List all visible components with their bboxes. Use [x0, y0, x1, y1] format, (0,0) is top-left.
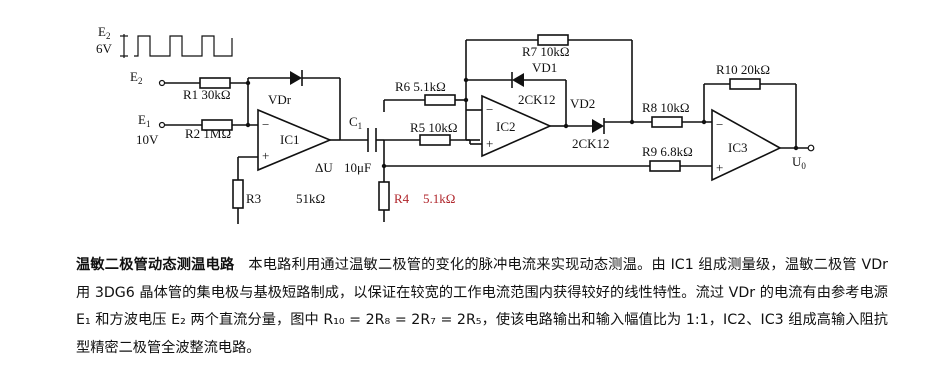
r4-label: R4 — [394, 191, 410, 206]
circuit-caption: 温敏二极管动态测温电路本电路利用通过温敏二极管的变化的脉冲电流来实现动态测温。由… — [76, 252, 888, 362]
r3-resistor — [232, 179, 244, 209]
ic1-plus: + — [262, 148, 269, 163]
e2-level-label: 6V — [96, 41, 113, 56]
e1-level-label: 10V — [136, 132, 159, 147]
r4-value: 5.1kΩ — [423, 191, 455, 206]
r1-label: R1 30kΩ — [183, 87, 231, 102]
ic2-opamp — [481, 94, 552, 158]
r9-label: R9 6.8kΩ — [642, 144, 693, 159]
c1-label: C1 — [349, 114, 362, 131]
vd2-label: VD2 — [570, 96, 595, 111]
caption-body: 本电路利用通过温敏二极管的变化的脉冲电流来实现动态测温。由 IC1 组成测量级，… — [76, 257, 888, 356]
ic2-plus: + — [486, 136, 493, 151]
vd2-diode — [592, 119, 604, 133]
r6-label: R6 5.1kΩ — [395, 79, 446, 94]
c1-value: 10μF — [344, 160, 371, 175]
r2-label: R2 1MΩ — [185, 126, 231, 141]
caption-title: 温敏二极管动态测温电路 — [76, 257, 235, 273]
r10-resistor — [729, 78, 761, 90]
e2-terminal — [158, 79, 166, 87]
vd1-diode — [512, 73, 524, 87]
vd1-label: VD1 — [532, 60, 557, 75]
e1-terminal — [158, 121, 166, 129]
e2-square-wave — [120, 34, 233, 58]
delta-u-label: ΔU — [315, 160, 333, 175]
vd1-type: 2CK12 — [518, 92, 556, 107]
circuit-schematic: E2 6V E2 E1 10V R1 30kΩ R2 1MΩ VDr IC1 −… — [96, 24, 815, 224]
ic1-opamp — [257, 108, 333, 172]
output-terminal — [807, 144, 815, 152]
r8-label: R8 10kΩ — [642, 100, 690, 115]
vdr-diode — [290, 71, 302, 85]
r10-label: R10 20kΩ — [716, 62, 770, 77]
r5-resistor — [419, 134, 451, 146]
ic3-opamp — [711, 108, 782, 182]
vd2-type: 2CK12 — [572, 136, 610, 151]
r8-resistor — [651, 116, 683, 128]
ic2-minus: − — [486, 102, 493, 117]
output-label: U0 — [792, 154, 806, 171]
e2-input-label: E2 — [130, 69, 142, 86]
e1-input-label: E1 — [138, 112, 150, 129]
ic3-minus: − — [716, 117, 723, 132]
r7-label: R7 10kΩ — [522, 44, 570, 59]
ic3-plus: + — [716, 160, 723, 175]
e2-wave-label: E2 — [98, 24, 110, 41]
ic3-label: IC3 — [728, 140, 748, 155]
ic2-label: IC2 — [496, 119, 516, 134]
r4-resistor — [378, 181, 390, 211]
ic1-minus: − — [262, 117, 269, 132]
r3-label: R3 — [246, 191, 261, 206]
vdr-label: VDr — [268, 92, 292, 107]
r6-resistor — [424, 94, 456, 106]
r9-resistor — [649, 160, 681, 172]
r5-label: R5 10kΩ — [410, 120, 458, 135]
r3-value: 51kΩ — [296, 191, 325, 206]
ic1-label: IC1 — [280, 132, 300, 147]
